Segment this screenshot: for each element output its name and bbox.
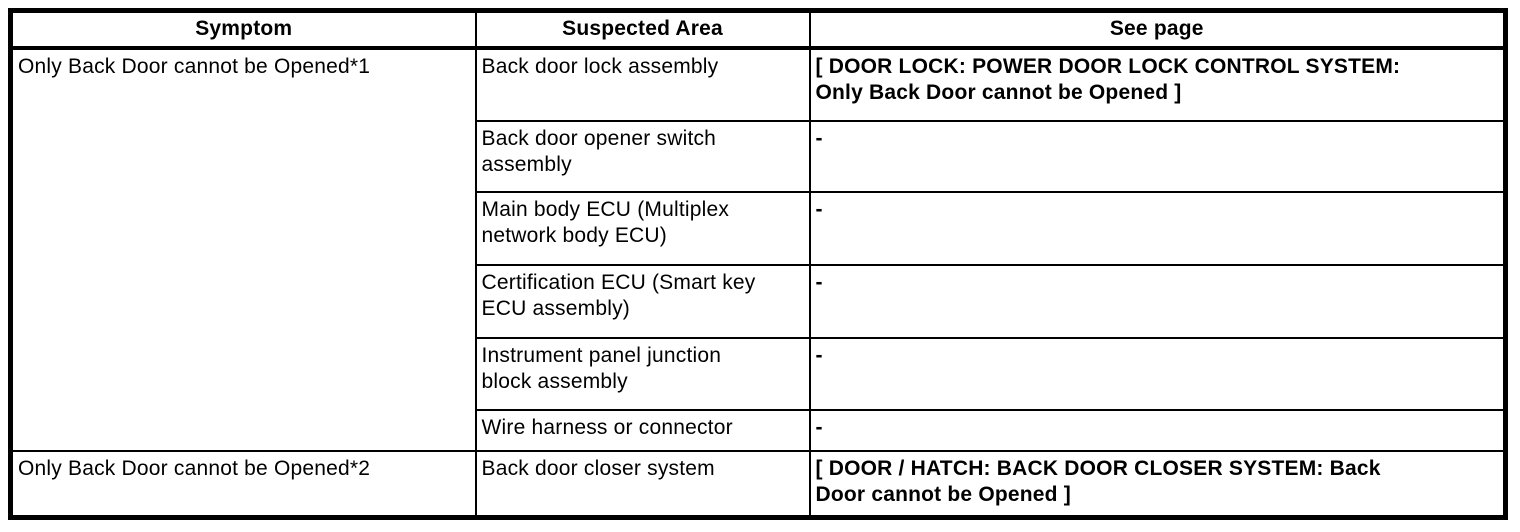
see-page-cell: [ DOOR / HATCH: BACK DOOR CLOSER SYSTEM:… bbox=[808, 449, 1507, 519]
suspected-area-cell: Main body ECU (Multiplex network body EC… bbox=[474, 190, 811, 266]
column-header-see-page: See page bbox=[808, 9, 1507, 50]
suspected-area-cell: Back door closer system bbox=[474, 449, 811, 519]
see-page-cell: - bbox=[808, 190, 1507, 266]
suspected-area-cell: Wire harness or connector bbox=[474, 408, 811, 452]
see-page-cell: - bbox=[808, 336, 1507, 411]
table-row: Back door opener switch assembly - bbox=[11, 119, 1507, 193]
see-page-cell: - bbox=[808, 119, 1507, 193]
table-row: Certification ECU (Smart key ECU assembl… bbox=[11, 263, 1507, 339]
suspected-area-cell: Back door opener switch assembly bbox=[474, 119, 811, 193]
table-row: Instrument panel junction block assembly… bbox=[11, 336, 1507, 411]
see-page-cell: - bbox=[808, 408, 1507, 452]
symptom-cell: Only Back Door cannot be Opened*2 bbox=[9, 449, 477, 519]
column-header-suspected-area: Suspected Area bbox=[474, 9, 811, 50]
table-row: Main body ECU (Multiplex network body EC… bbox=[11, 190, 1507, 266]
table-row: Only Back Door cannot be Opened*2 Back d… bbox=[9, 449, 1507, 519]
see-page-link[interactable]: [ DOOR / HATCH: BACK DOOR CLOSER SYSTEM:… bbox=[815, 456, 1381, 506]
table-row: Wire harness or connector - bbox=[11, 408, 1507, 452]
symptom-troubleshooting-table: Symptom Suspected Area See page Only Bac… bbox=[8, 8, 1508, 520]
header-row: Symptom Suspected Area See page bbox=[9, 9, 1507, 50]
table-row: Only Back Door cannot be Opened*1 Back d… bbox=[9, 46, 1507, 452]
see-page-cell: - bbox=[808, 263, 1507, 339]
see-page-link[interactable]: [ DOOR LOCK: POWER DOOR LOCK CONTROL SYS… bbox=[815, 54, 1401, 104]
suspected-area-cell: Instrument panel junction block assembly bbox=[474, 336, 811, 411]
column-header-symptom: Symptom bbox=[9, 9, 477, 50]
suspected-area-cell: Back door lock assembly bbox=[474, 46, 811, 122]
see-page-cell: [ DOOR LOCK: POWER DOOR LOCK CONTROL SYS… bbox=[808, 46, 1507, 122]
suspected-area-cell: Certification ECU (Smart key ECU assembl… bbox=[474, 263, 811, 339]
symptom-cell: Only Back Door cannot be Opened*1 bbox=[9, 46, 477, 452]
